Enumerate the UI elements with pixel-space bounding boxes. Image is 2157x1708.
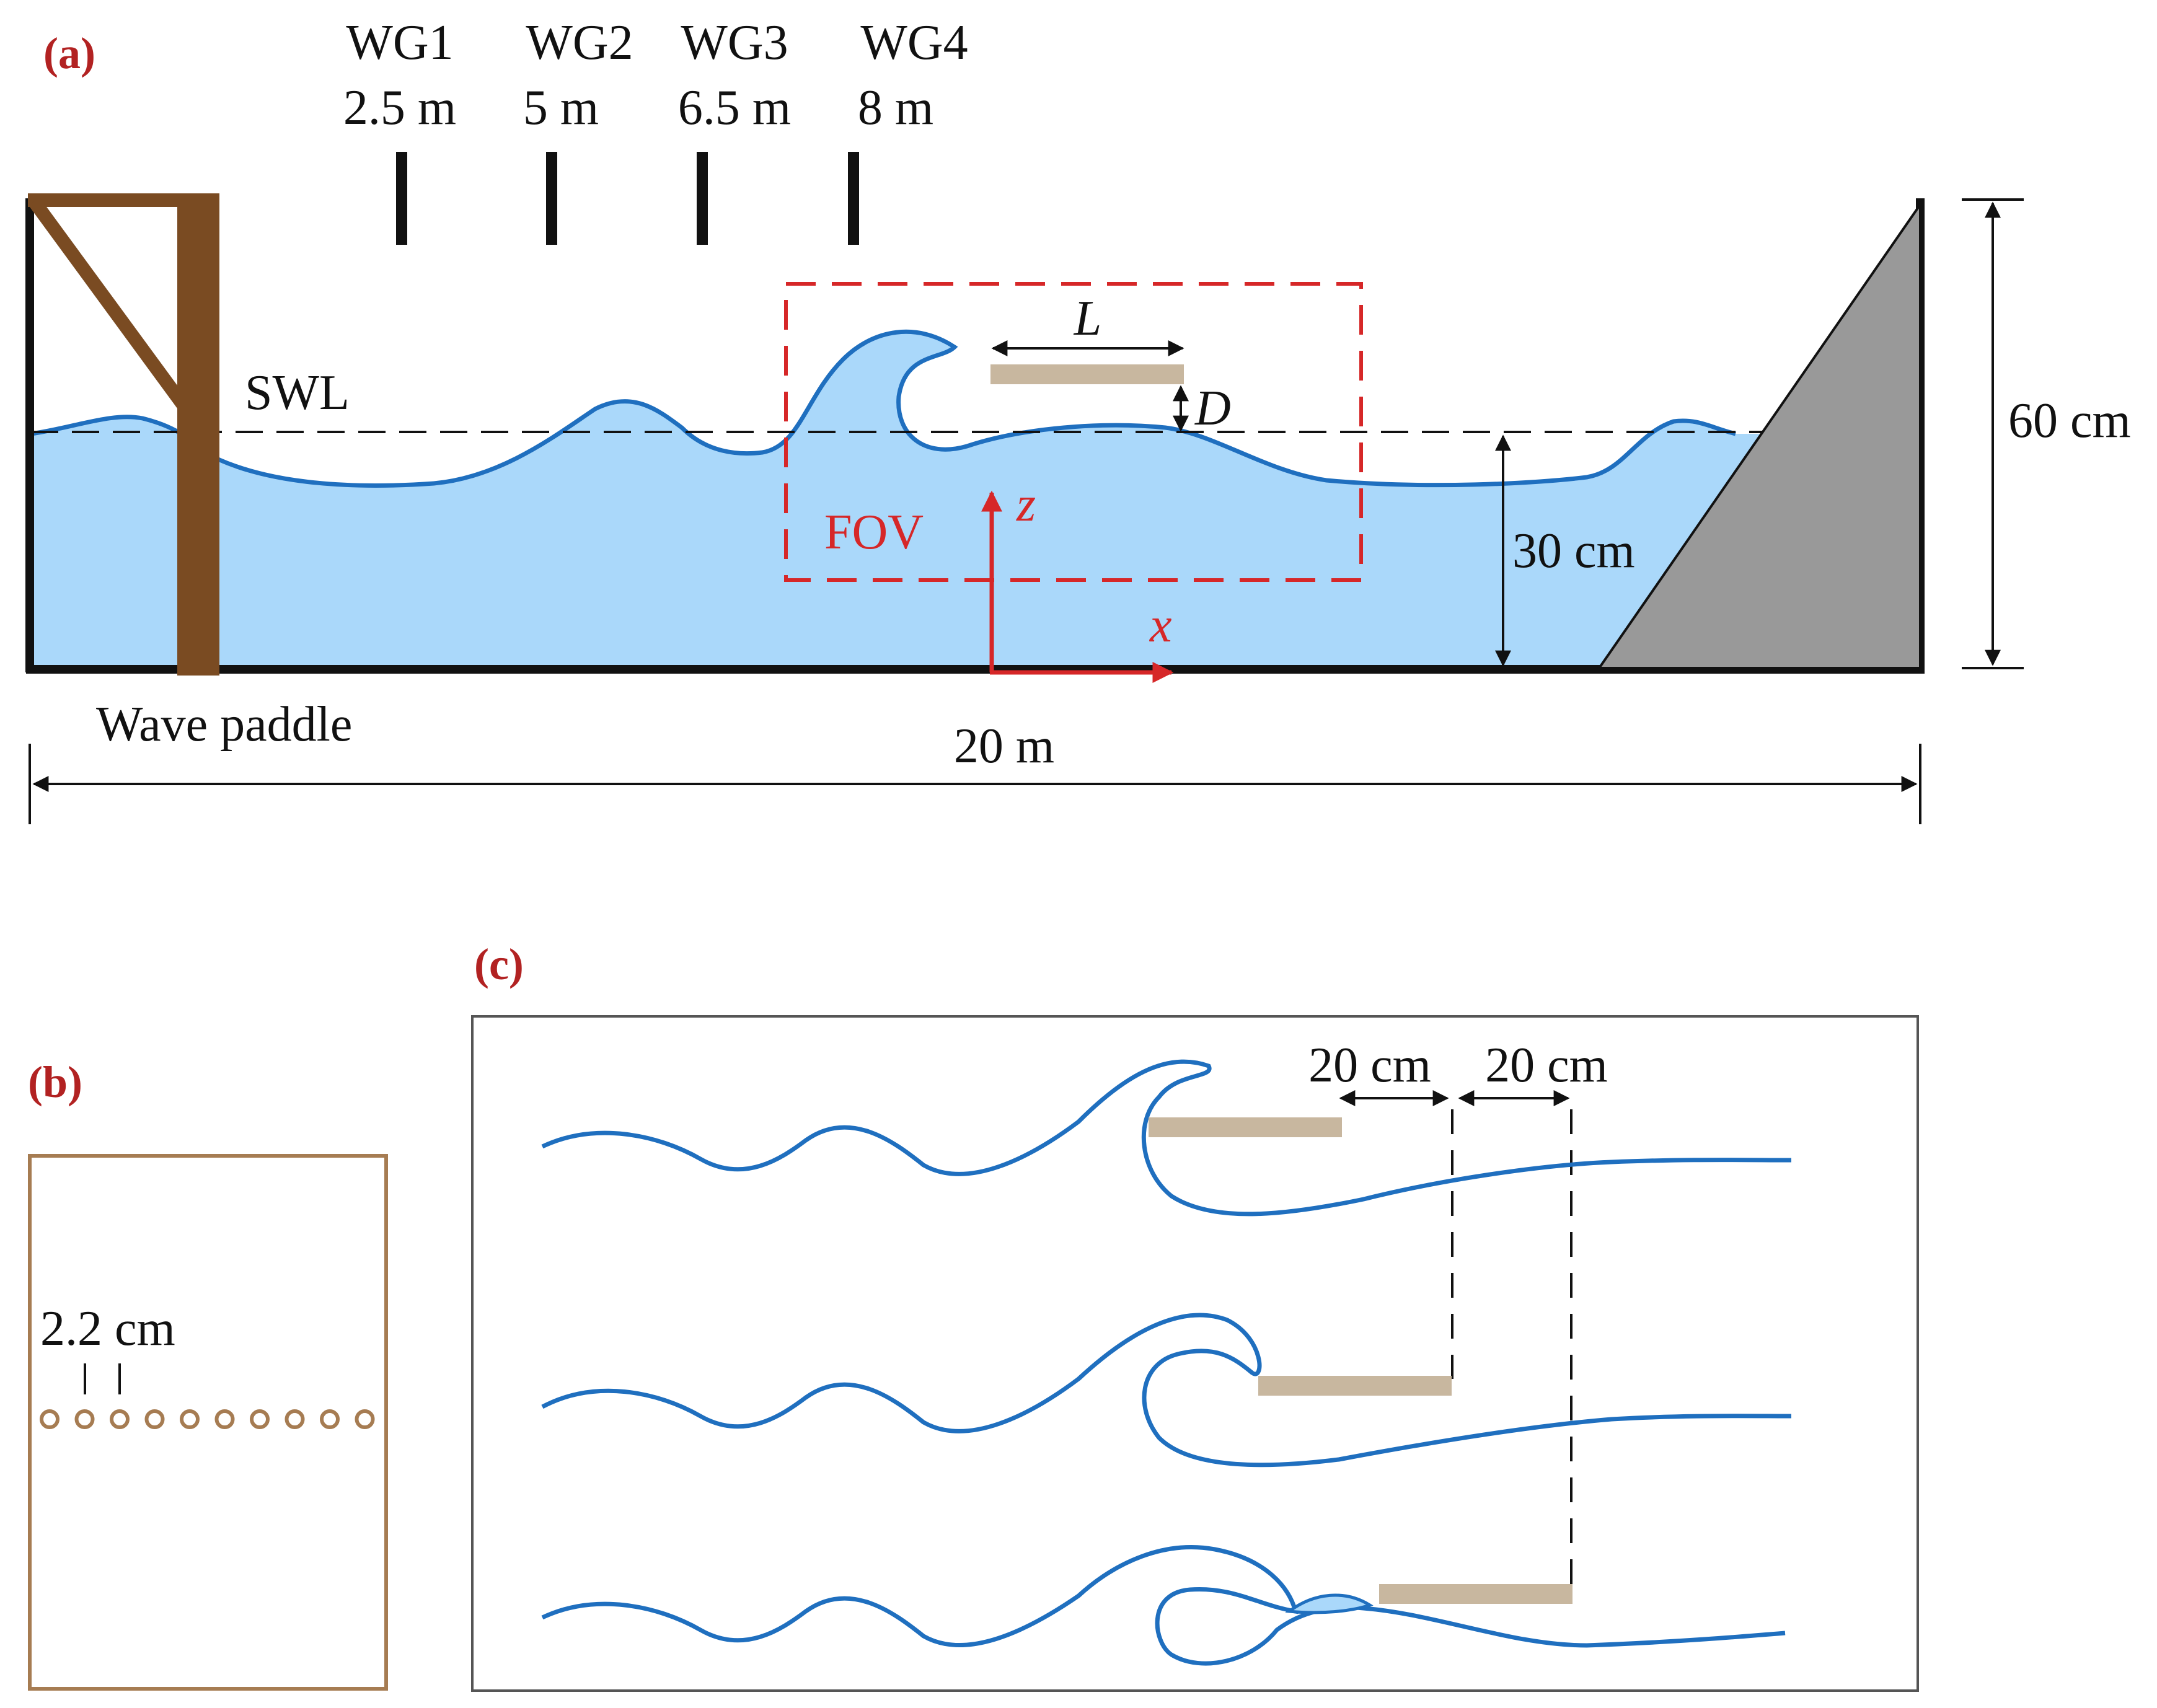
wave-profile-1	[541, 1059, 1792, 1217]
wave-profile-2	[541, 1313, 1792, 1468]
water-surface-line	[30, 329, 1736, 488]
paddle-top-bar	[28, 193, 217, 207]
plate-hole	[180, 1409, 200, 1429]
water-body	[31, 332, 1773, 668]
gauge-4-name: WG4	[860, 15, 968, 70]
wave-paddle-label: Wave paddle	[96, 697, 352, 752]
panel-c-label: (c)	[474, 940, 524, 989]
wave-gauge-1: WG1 2.5 m	[343, 15, 456, 245]
depth-label: 30 cm	[1512, 524, 1635, 578]
panel-b: (b) 2.2 cm	[28, 1057, 388, 1691]
plate-hole	[144, 1409, 165, 1429]
gauge-1-name: WG1	[346, 15, 453, 70]
beach-slope	[1597, 200, 1921, 669]
fov-label: FOV	[824, 505, 924, 560]
plate-hole	[74, 1409, 95, 1429]
tank-height-label: 60 cm	[2008, 394, 2131, 448]
plate-hole	[250, 1409, 270, 1429]
offset-label-1: 20 cm	[1308, 1038, 1431, 1093]
fov-box	[784, 282, 1363, 582]
panel-c-frame	[471, 1015, 1919, 1692]
plate-hole	[40, 1409, 60, 1429]
plate	[990, 364, 1184, 384]
gauge-2-name: WG2	[526, 15, 633, 70]
x-axis-label: x	[1149, 598, 1172, 653]
wave-profile-3	[541, 1545, 1786, 1666]
offset-label-2: 20 cm	[1485, 1038, 1608, 1093]
panel-c: (c) 20 cm 20 cm	[471, 940, 1919, 1692]
plate-top-view	[28, 1154, 388, 1691]
paddle-board	[177, 193, 219, 676]
plate-hole	[320, 1409, 340, 1429]
wave-paddle	[28, 193, 219, 676]
plate-hole	[214, 1409, 235, 1429]
plate-position-1	[1149, 1117, 1342, 1137]
wave-gauges: WG1 2.5 m WG2 5 m WG3 6.5 m WG4 8 m	[343, 15, 968, 245]
z-axis-label: z	[1016, 477, 1036, 532]
gauge-4-position: 8 m	[858, 81, 933, 135]
plate-hole	[355, 1409, 375, 1429]
panel-a-label: (a)	[43, 29, 95, 78]
panel-b-label: (b)	[28, 1057, 82, 1107]
hole-row	[40, 1409, 375, 1429]
gauge-2-position: 5 m	[523, 81, 599, 135]
paddle-brace	[29, 197, 201, 426]
gauge-3-name: WG3	[681, 15, 788, 70]
gauge-3-position: 6.5 m	[678, 81, 791, 135]
wave-gauge-3: WG3 6.5 m	[678, 15, 791, 245]
plate-hole	[285, 1409, 305, 1429]
hole-spacing-label: 2.2 cm	[40, 1301, 175, 1356]
tank-length-label: 20 m	[954, 719, 1054, 773]
plate-length-label: L	[1074, 291, 1102, 346]
submergence-label: D	[1194, 381, 1231, 436]
wave-gauge-2: WG2 5 m	[523, 15, 633, 245]
plate-position-2	[1258, 1376, 1452, 1396]
gauge-1-position: 2.5 m	[343, 81, 456, 135]
coordinate-axes: z x	[981, 477, 1174, 683]
panel-a: (a) WG1 2.5 m WG2 5 m WG3 6.5 m WG4 8 m	[25, 15, 2131, 824]
wave-gauge-4: WG4 8 m	[848, 15, 968, 245]
swl-label: SWL	[245, 366, 350, 420]
plate-position-3	[1379, 1584, 1573, 1604]
plate-hole	[110, 1409, 130, 1429]
splash-3	[1285, 1593, 1374, 1614]
